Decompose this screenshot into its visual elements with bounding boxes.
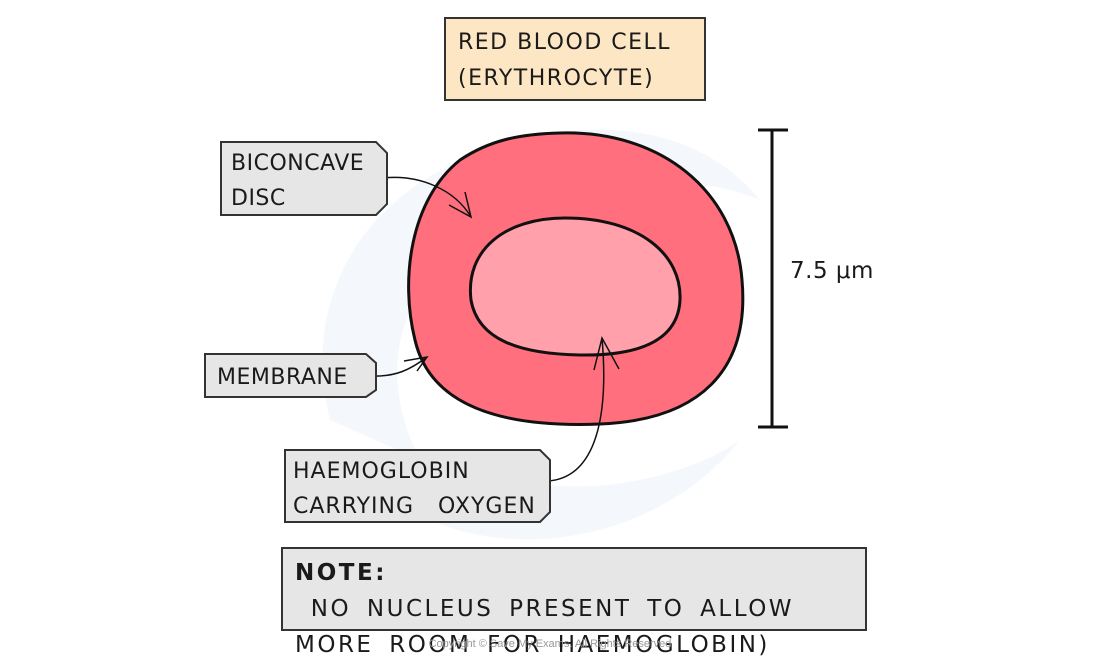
note-text-1: NO NUCLEUS PRESENT TO ALLOW	[295, 596, 795, 622]
biconcave-tag-shape	[220, 141, 388, 216]
title-line-2: (ERYTHROCYTE)	[458, 66, 655, 91]
note-box: NOTE: NO NUCLEUS PRESENT TO ALLOW MORE R…	[281, 547, 867, 658]
title-box: RED BLOOD CELL (ERYTHROCYTE)	[444, 17, 706, 101]
scale-bar	[758, 128, 788, 429]
biconcave-line-1: BICONCAVE	[231, 151, 365, 176]
scale-bar-label: 7.5 μm	[790, 258, 874, 284]
biconcave-line-2: DISC	[231, 186, 286, 211]
haemoglobin-line-1: HAEMOGLOBIN	[293, 459, 470, 484]
copyright-text: Copyright © Save My Exams. All Rights Re…	[428, 638, 672, 650]
label-haemoglobin: HAEMOGLOBIN CARRYING OXYGEN	[283, 450, 546, 528]
note-line-1: NOTE: NO NUCLEUS PRESENT TO ALLOW	[295, 555, 853, 627]
membrane-tag-shape	[204, 353, 377, 398]
title-line-1: RED BLOOD CELL	[458, 30, 672, 55]
membrane-line-1: MEMBRANE	[217, 365, 348, 390]
label-membrane: MEMBRANE	[207, 356, 358, 399]
haemoglobin-line-2: CARRYING OXYGEN	[293, 494, 536, 519]
note-prefix: NOTE:	[295, 560, 387, 586]
label-biconcave-disc: BICONCAVE DISC	[221, 142, 374, 220]
haemoglobin-tag-shape	[284, 449, 551, 523]
cell-center-haemoglobin	[468, 216, 682, 357]
note-text-2: MORE ROOM FOR HAEMOGLOBIN)	[295, 632, 770, 658]
